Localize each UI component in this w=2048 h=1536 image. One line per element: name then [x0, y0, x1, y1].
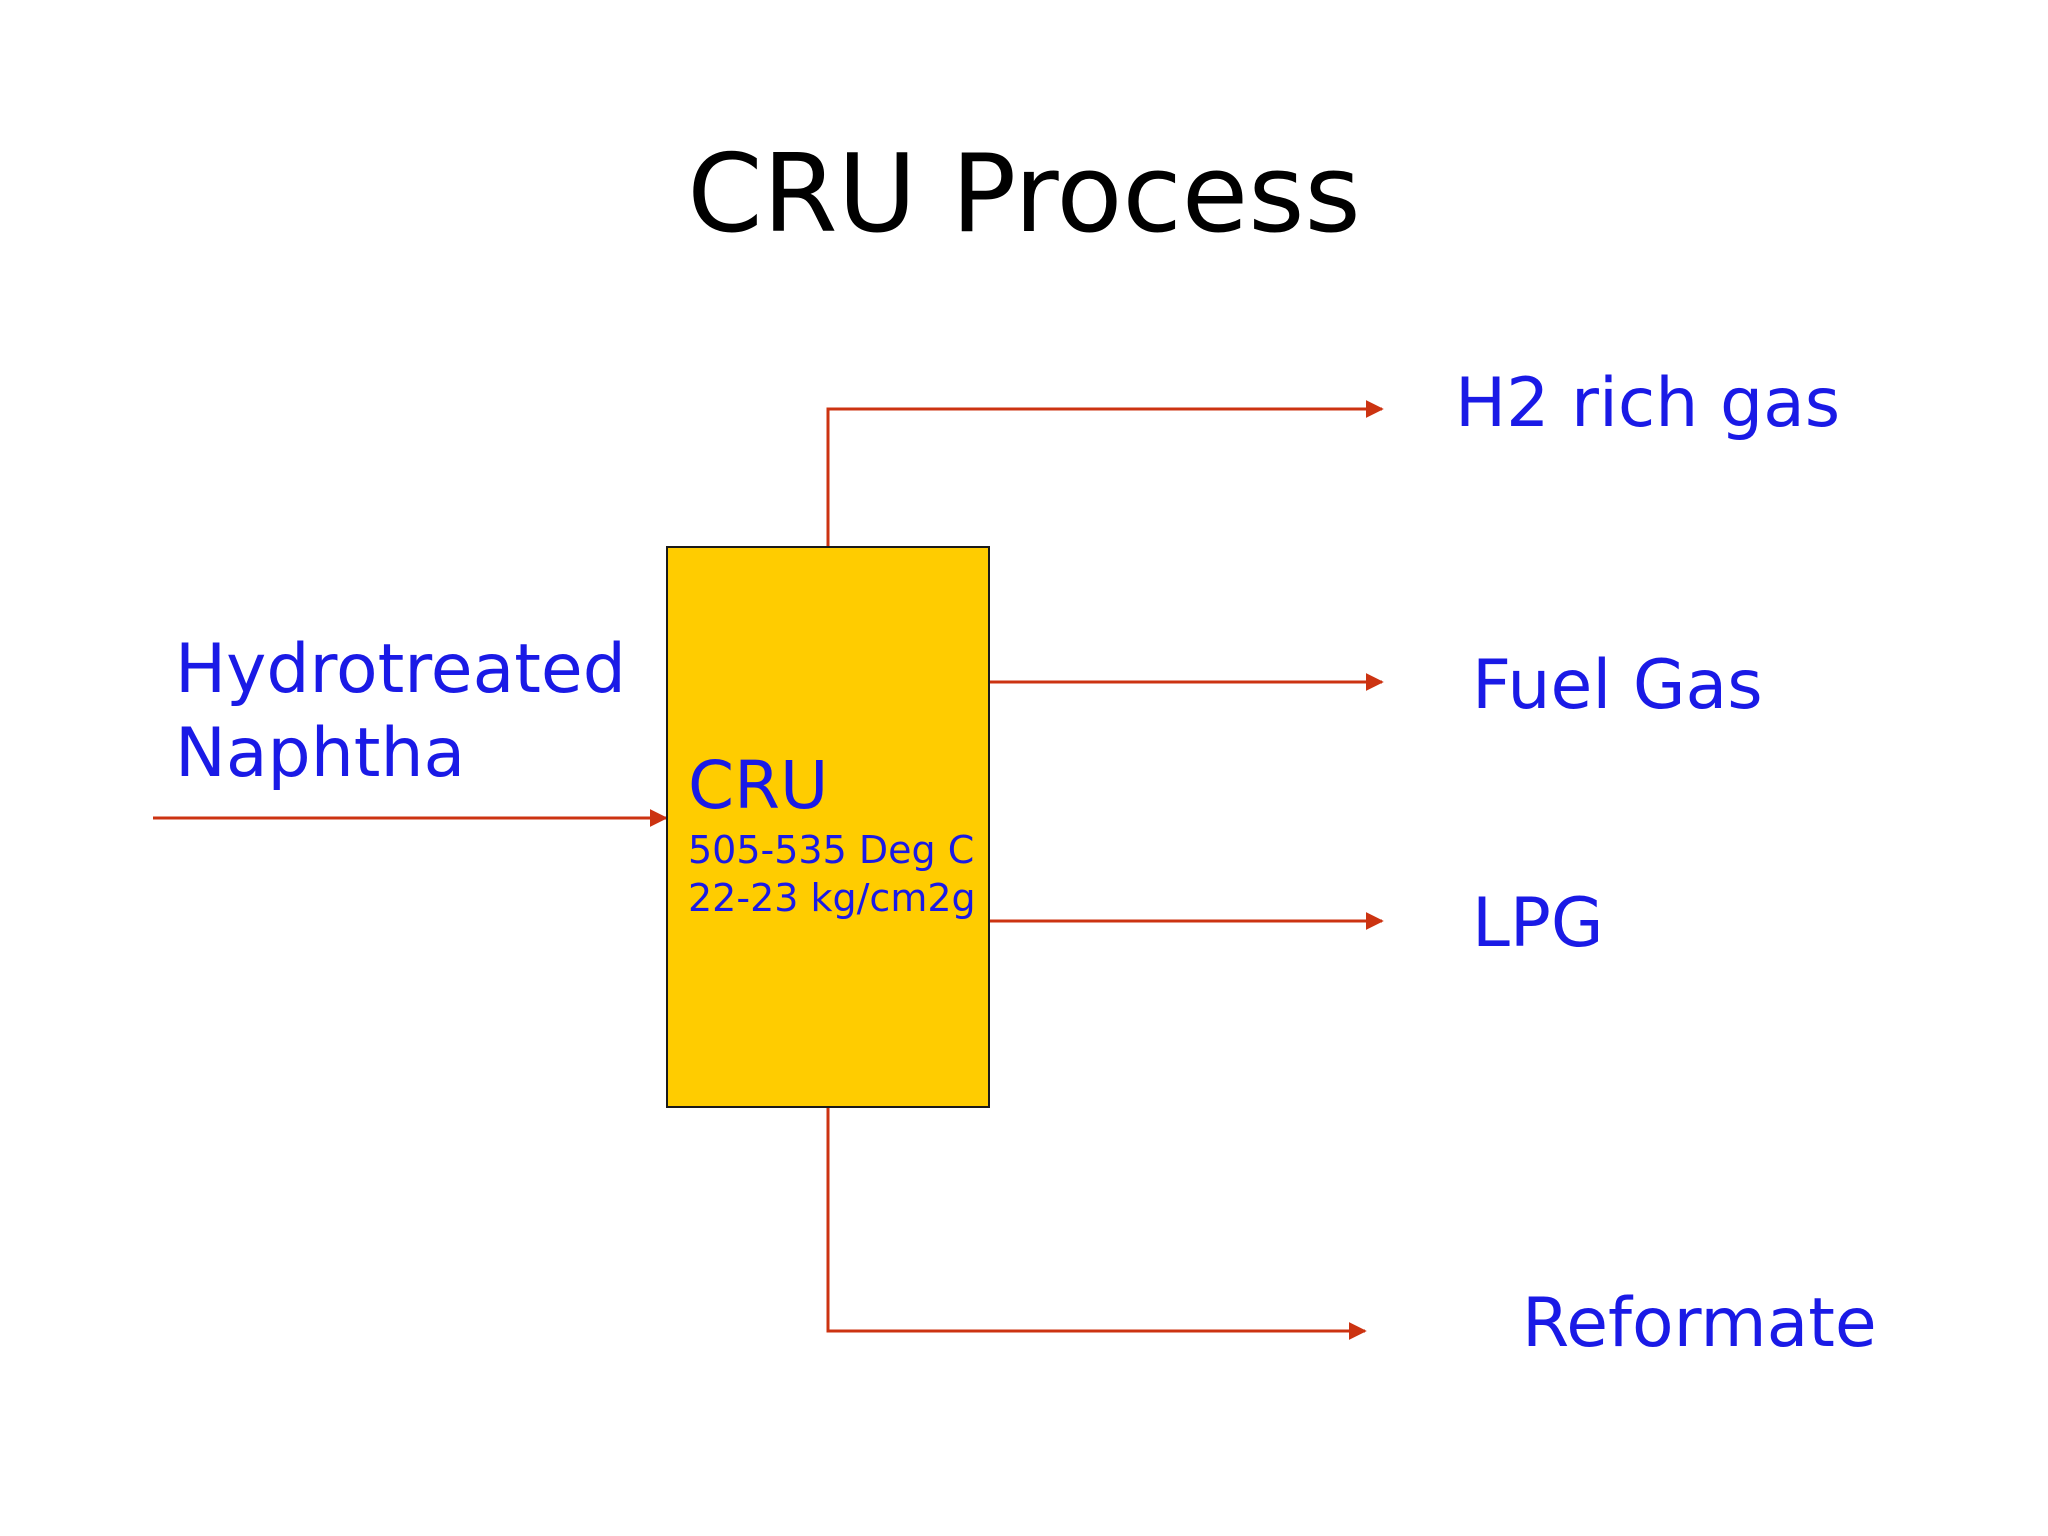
product-reformate: Reformate	[1522, 1284, 1877, 1363]
product-lpg: LPG	[1472, 884, 1604, 963]
page-title: CRU Process	[687, 132, 1361, 257]
product-fuel-gas: Fuel Gas	[1472, 646, 1763, 725]
unit-temperature: 505-535 Deg C	[688, 828, 975, 872]
h2-outlet-arrow	[826, 400, 1384, 546]
reformate-outlet-arrow	[826, 1108, 1367, 1340]
unit-name: CRU	[688, 747, 829, 824]
unit-conditions: 505-535 Deg C 22-23 kg/cm2g	[688, 826, 976, 922]
feed-label-line1: Hydrotreated	[175, 630, 626, 709]
feed-label: Hydrotreated Naphtha	[175, 628, 626, 796]
product-h2-rich-gas: H2 rich gas	[1455, 364, 1841, 443]
unit-pressure: 22-23 kg/cm2g	[688, 876, 976, 920]
feed-label-line2: Naphtha	[175, 714, 466, 793]
cru-unit-box: CRU 505-535 Deg C 22-23 kg/cm2g	[666, 546, 990, 1108]
